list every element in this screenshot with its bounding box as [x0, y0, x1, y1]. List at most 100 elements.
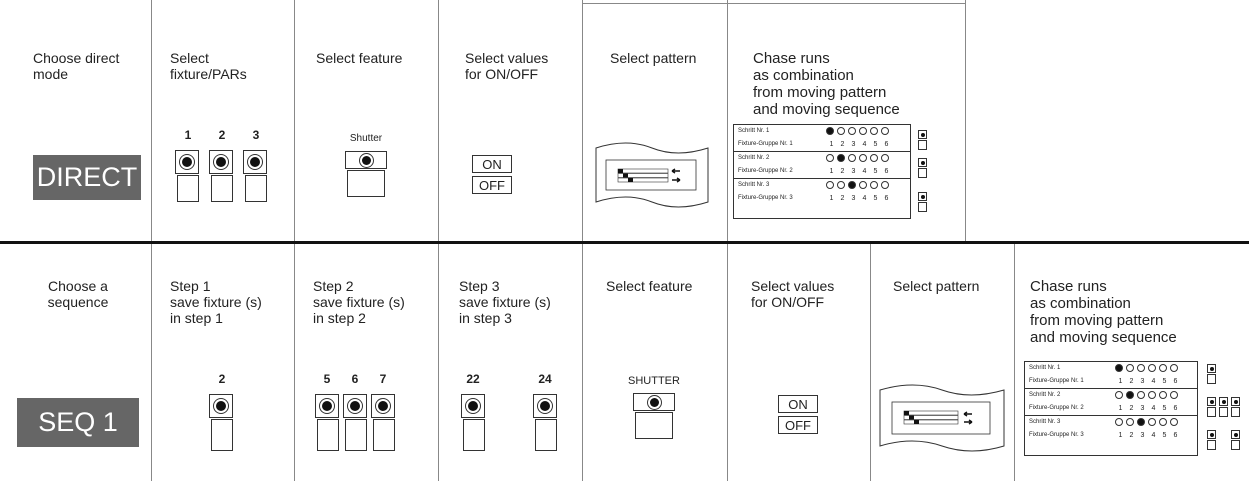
- fixture-number: 22: [466, 372, 480, 386]
- group-number: 1: [1118, 432, 1123, 439]
- fixture-number: 7: [379, 372, 387, 386]
- chase-step-label: Schritt Nr. 1: [738, 128, 770, 134]
- fixture-number: 6: [351, 372, 359, 386]
- step-indicator: [837, 154, 845, 162]
- divider: [438, 0, 439, 242]
- step-indicator: [859, 181, 867, 189]
- fixture-number: 1: [184, 128, 192, 142]
- fixture-button[interactable]: [343, 394, 369, 451]
- fixture-number: 2: [218, 128, 226, 142]
- step-indicator: [848, 127, 856, 135]
- section-separator: [0, 241, 1249, 244]
- group-number: 2: [1129, 432, 1134, 439]
- fixture-number: 2: [218, 372, 226, 386]
- group-number: 6: [1173, 432, 1178, 439]
- mini-fixture-icon: [918, 130, 927, 150]
- step-indicator: [1148, 391, 1156, 399]
- group-number: 6: [1173, 405, 1178, 412]
- fixture-button[interactable]: [533, 394, 559, 451]
- group-number: 5: [1162, 432, 1167, 439]
- mini-fixture-icon: [918, 192, 927, 212]
- chase-group-label: Fixture-Gruppe Nr. 1: [1029, 378, 1084, 384]
- step-indicator: [870, 181, 878, 189]
- group-number: 6: [884, 168, 889, 175]
- step-indicator: [1115, 364, 1123, 372]
- step-indicator: [848, 154, 856, 162]
- fixture-button[interactable]: [209, 150, 235, 202]
- chase-step-row: Schritt Nr. 3: [734, 178, 910, 192]
- group-number: 2: [840, 195, 845, 202]
- fixture-button[interactable]: [315, 394, 341, 451]
- direct-pattern-title: Select pattern: [610, 50, 697, 66]
- step-indicator: [826, 154, 834, 162]
- group-number: 4: [1151, 378, 1156, 385]
- fixture-number: 3: [252, 128, 260, 142]
- seq-mode-button[interactable]: SEQ 1: [17, 398, 139, 447]
- divider: [151, 0, 152, 242]
- on-button[interactable]: ON: [778, 395, 818, 413]
- step-indicator: [881, 127, 889, 135]
- step-indicator: [837, 127, 845, 135]
- pattern-sheet-icon[interactable]: [592, 138, 710, 216]
- direct-fixture-title: Select fixture/PARs: [170, 50, 247, 82]
- fixture-button[interactable]: [209, 394, 235, 451]
- step-indicator: [826, 181, 834, 189]
- group-number: 2: [1129, 378, 1134, 385]
- on-button[interactable]: ON: [472, 155, 512, 173]
- group-number: 5: [873, 195, 878, 202]
- divider: [582, 3, 966, 4]
- shutter-label: Shutter: [349, 133, 383, 144]
- mini-fixture-icon: [1231, 430, 1240, 450]
- divider: [870, 244, 871, 481]
- chase-step-label: Schritt Nr. 2: [738, 155, 770, 161]
- group-number: 1: [1118, 405, 1123, 412]
- divider: [294, 244, 295, 481]
- chase-step-label: Schritt Nr. 2: [1029, 392, 1061, 398]
- mini-fixture-icon: [918, 158, 927, 178]
- fixture-button[interactable]: [461, 394, 487, 451]
- shutter-button[interactable]: Shutter: [345, 133, 387, 197]
- chase-group-label: Fixture-Gruppe Nr. 3: [738, 195, 793, 201]
- fixture-button[interactable]: [175, 150, 201, 202]
- step-indicator: [1115, 391, 1123, 399]
- step-indicator: [859, 154, 867, 162]
- group-number: 2: [840, 168, 845, 175]
- step-indicator: [1126, 364, 1134, 372]
- step-indicator: [1170, 364, 1178, 372]
- group-number: 2: [1129, 405, 1134, 412]
- step-indicator: [1159, 364, 1167, 372]
- step-indicator: [870, 127, 878, 135]
- off-button[interactable]: OFF: [778, 416, 818, 434]
- group-number: 4: [862, 141, 867, 148]
- seq-chase-title: Chase runs as combination from moving pa…: [1030, 278, 1177, 346]
- mini-fixture-icon: [1219, 397, 1228, 417]
- off-button[interactable]: OFF: [472, 176, 512, 194]
- step-indicator: [837, 181, 845, 189]
- step-indicator: [1137, 364, 1145, 372]
- group-number: 6: [1173, 378, 1178, 385]
- direct-values-title: Select values for ON/OFF: [465, 50, 549, 82]
- step-indicator: [1170, 391, 1178, 399]
- fixture-button[interactable]: [371, 394, 397, 451]
- group-number: 6: [884, 195, 889, 202]
- seq-mode-title: Choose a sequence: [47, 278, 109, 310]
- group-number: 4: [1151, 405, 1156, 412]
- chase-step-row: Schritt Nr. 2: [1025, 388, 1197, 402]
- pattern-sheet-icon[interactable]: [876, 380, 1006, 460]
- step-indicator: [870, 154, 878, 162]
- shutter-button[interactable]: SHUTTER: [628, 375, 680, 439]
- fixture-button[interactable]: [243, 150, 269, 202]
- fixture-number: 5: [323, 372, 331, 386]
- on-off-buttons: ON OFF: [472, 155, 512, 194]
- divider: [1014, 244, 1015, 481]
- step-indicator: [1137, 391, 1145, 399]
- on-off-buttons: ON OFF: [778, 395, 818, 434]
- direct-mode-button[interactable]: DIRECT: [33, 155, 141, 200]
- step-indicator: [848, 181, 856, 189]
- chase-step-label: Schritt Nr. 3: [738, 182, 770, 188]
